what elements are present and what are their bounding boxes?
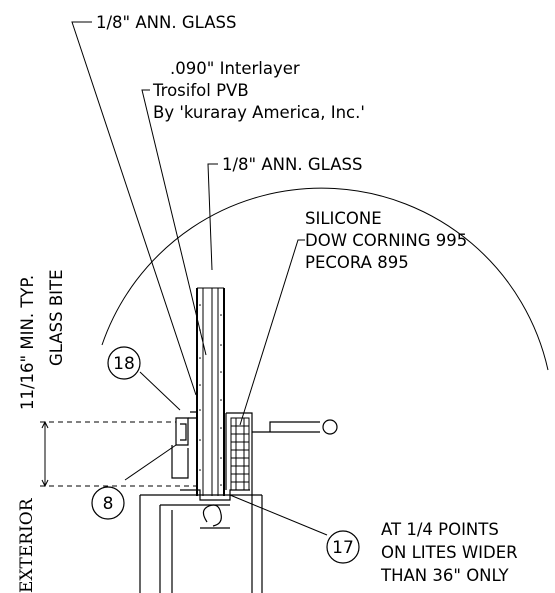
- note-line-3: THAN 36" ONLY: [380, 566, 510, 585]
- interlayer-line-2: Trosifol PVB: [152, 81, 249, 100]
- interlayer-line-3: By 'kuraray America, Inc.': [153, 103, 365, 122]
- laminated-glass-unit: [196, 287, 225, 496]
- glass-bite-dimension: [40, 420, 196, 488]
- detail-circle: [101, 187, 549, 371]
- callout-18: 18: [107, 346, 141, 380]
- svg-text:17: 17: [332, 538, 354, 558]
- silicone-line-3: PECORA 895: [305, 253, 409, 272]
- leader-lines: [71, 21, 328, 536]
- outer-glass-label: 1/8" ANN. GLASS: [96, 13, 236, 32]
- callout-17: 17: [326, 530, 360, 564]
- frame-profile: [139, 411, 338, 593]
- exterior-label: EXTERIOR: [17, 497, 37, 593]
- silicone-line-2: DOW CORNING 995: [305, 231, 467, 250]
- interlayer-line-1: .090" Interlayer: [170, 59, 300, 78]
- note-line-1: AT 1/4 POINTS: [381, 520, 499, 539]
- silicone-bead: [230, 417, 250, 491]
- bite-dimension-label: 11/16" MIN. TYP.: [18, 275, 37, 410]
- svg-text:8: 8: [103, 494, 114, 514]
- silicone-line-1: SILICONE: [305, 209, 382, 228]
- note-line-2: ON LITES WIDER: [381, 543, 518, 562]
- inner-glass-label: 1/8" ANN. GLASS: [222, 155, 362, 174]
- callout-8: 8: [91, 486, 125, 520]
- glass-bite-label: GLASS BITE: [47, 269, 66, 366]
- svg-text:18: 18: [113, 354, 135, 374]
- glass-hatch: [199, 304, 222, 486]
